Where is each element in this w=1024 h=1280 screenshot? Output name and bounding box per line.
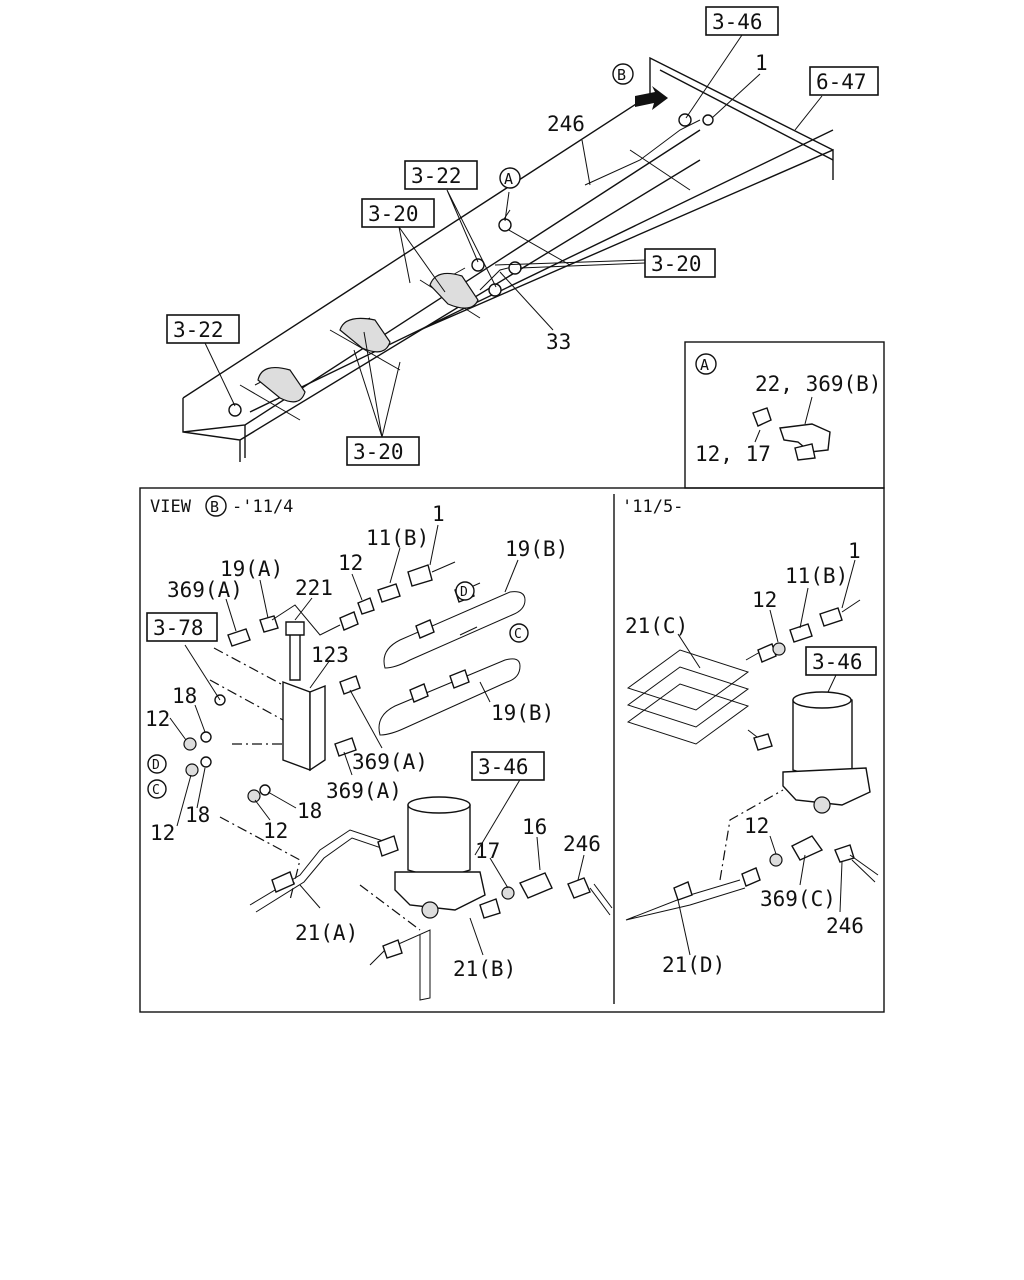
view-b-callout: B bbox=[210, 498, 219, 516]
new-panel-drawing bbox=[625, 599, 879, 921]
chassis-frame bbox=[182, 56, 834, 462]
vb-label-18-a: 18 bbox=[172, 684, 197, 708]
view-b-drawing bbox=[183, 561, 613, 1001]
ref-box-3-78 bbox=[146, 612, 218, 642]
vb-label-246: 246 bbox=[563, 832, 601, 856]
vb-label-18-c: 18 bbox=[297, 799, 322, 823]
ref-box-3-20-right bbox=[644, 248, 716, 278]
new-panel-leaders bbox=[677, 559, 856, 956]
ref-3-46-top: 3-46 bbox=[712, 10, 763, 34]
vb-label-12-a: 12 bbox=[145, 707, 170, 731]
callout-d: D bbox=[460, 585, 468, 600]
ref-box-3-46-right bbox=[805, 646, 877, 676]
np-label-1: 1 bbox=[848, 539, 861, 563]
ref-box-3-20-left bbox=[361, 198, 435, 228]
vb-label-17: 17 bbox=[475, 839, 500, 863]
detail-a-fitting bbox=[752, 396, 831, 461]
vb-label-19a: 19(A) bbox=[220, 557, 283, 581]
view-b-header-suffix: -'11/4 bbox=[232, 497, 293, 517]
frame-label-246: 246 bbox=[547, 112, 585, 136]
vb-label-369a-2: 369(A) bbox=[352, 750, 428, 774]
top-leaders bbox=[204, 34, 823, 438]
ref-box-3-46-mid bbox=[471, 751, 545, 781]
callout-d2-circle bbox=[147, 754, 167, 774]
vb-label-12-b: 12 bbox=[150, 821, 175, 845]
ref-6-47: 6-47 bbox=[816, 70, 867, 94]
frame-label-1: 1 bbox=[755, 51, 768, 75]
vb-label-11b: 11(B) bbox=[366, 526, 429, 550]
new-panel-header: '11/5- bbox=[622, 497, 683, 517]
np-label-12: 12 bbox=[752, 588, 777, 612]
callout-c2-circle bbox=[147, 779, 167, 799]
view-b-header-prefix: VIEW bbox=[150, 497, 192, 517]
vb-label-21a: 21(A) bbox=[295, 921, 358, 945]
view-b-panel bbox=[139, 487, 885, 1013]
ref-box-6-47 bbox=[809, 66, 879, 96]
view-b-arrow bbox=[635, 86, 668, 110]
ref-3-78: 3-78 bbox=[153, 616, 204, 640]
vb-label-21b: 21(B) bbox=[453, 957, 516, 981]
frame-label-33: 33 bbox=[546, 330, 571, 354]
vb-label-369a-3: 369(A) bbox=[326, 779, 402, 803]
vb-label-19b-top: 19(B) bbox=[505, 537, 568, 561]
ref-3-22-left: 3-22 bbox=[173, 318, 224, 342]
np-label-11b: 11(B) bbox=[785, 564, 848, 588]
ref-3-46-mid: 3-46 bbox=[478, 755, 529, 779]
view-b-leaders bbox=[169, 524, 585, 956]
callout-d-circle bbox=[455, 581, 475, 601]
np-label-369c: 369(C) bbox=[760, 887, 836, 911]
ref-3-20-bottom: 3-20 bbox=[353, 440, 404, 464]
vb-label-18-b: 18 bbox=[185, 803, 210, 827]
detail-a-circle bbox=[695, 353, 717, 375]
callout-a-circle bbox=[499, 167, 521, 189]
callout-c-circle bbox=[509, 623, 529, 643]
ref-3-46-right: 3-46 bbox=[812, 650, 863, 674]
vb-label-1: 1 bbox=[432, 502, 445, 526]
np-label-21c: 21(C) bbox=[625, 614, 688, 638]
vb-label-123: 123 bbox=[311, 643, 349, 667]
ref-3-20-right: 3-20 bbox=[651, 252, 702, 276]
view-b-callout-circle bbox=[205, 495, 227, 517]
ref-3-22-top: 3-22 bbox=[411, 164, 462, 188]
detail-a-callout: A bbox=[700, 356, 709, 374]
callout-c2: C bbox=[152, 783, 160, 798]
detail-a-label-12-17: 12, 17 bbox=[695, 442, 771, 466]
vb-label-19b-mid: 19(B) bbox=[491, 701, 554, 725]
callout-d2: D bbox=[152, 758, 160, 773]
callout-b: B bbox=[617, 66, 626, 84]
vb-label-12: 12 bbox=[338, 551, 363, 575]
ref-box-3-22-left bbox=[166, 314, 240, 344]
ref-box-3-22-top bbox=[404, 160, 478, 190]
callout-c: C bbox=[514, 627, 522, 642]
vb-label-16: 16 bbox=[522, 815, 547, 839]
np-label-21d: 21(D) bbox=[662, 953, 725, 977]
np-label-12-b: 12 bbox=[744, 814, 769, 838]
ref-box-3-46-top bbox=[705, 6, 779, 36]
callout-b-circle bbox=[612, 63, 634, 85]
detail-a-label-22-369b: 22, 369(B) bbox=[755, 372, 881, 396]
vb-label-221: 221 bbox=[295, 576, 333, 600]
vb-label-12-c: 12 bbox=[263, 819, 288, 843]
ref-box-3-20-bottom bbox=[346, 436, 420, 466]
callout-a: A bbox=[504, 170, 513, 188]
ref-3-20-left: 3-20 bbox=[368, 202, 419, 226]
vb-label-369a-1: 369(A) bbox=[167, 578, 243, 602]
np-label-246: 246 bbox=[826, 914, 864, 938]
